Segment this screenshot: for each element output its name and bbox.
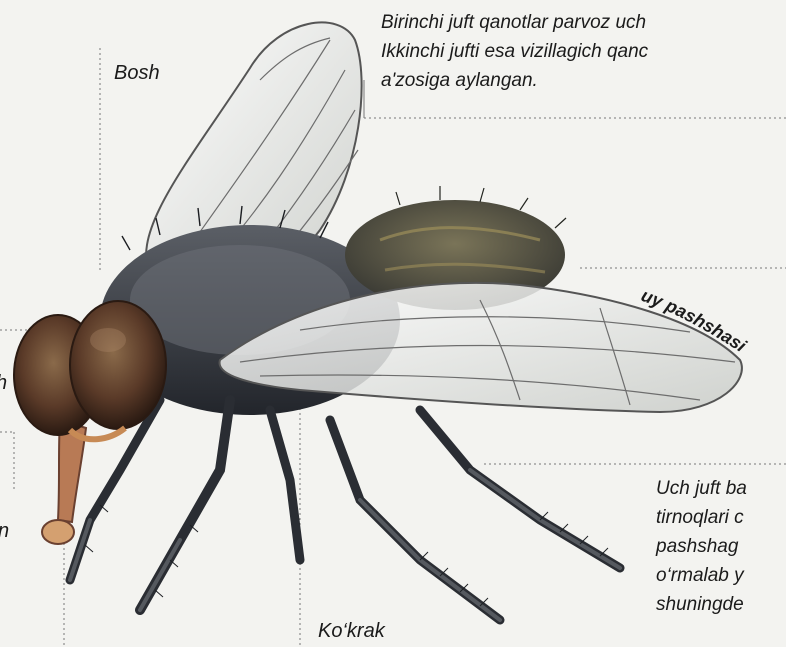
legs-caption-line-5: shuningde [656, 590, 747, 619]
head-label: Bosh [114, 62, 160, 85]
legs-caption-line-2: tirnoqlari c [656, 503, 747, 532]
leg [70, 400, 300, 610]
legs-caption-line-3: pashshag [656, 532, 747, 561]
legs-caption-line-1: Uch juft ba [656, 474, 747, 503]
thorax-label: Ko‘krak [318, 620, 385, 643]
wings-caption-line-1: Birinchi juft qanotlar parvoz uch [381, 8, 648, 37]
edge-label-1: h [0, 372, 7, 395]
legs-caption: Uch juft ba tirnoqlari c pashshag o‘rmal… [656, 474, 747, 619]
leg-hairs [85, 505, 608, 606]
edge-label-2: n [0, 520, 9, 543]
wings-caption: Birinchi juft qanotlar parvoz uch Ikkinc… [381, 8, 648, 95]
wings-caption-line-2: Ikkinchi jufti esa vizillagich qanc [381, 37, 648, 66]
leg [330, 410, 620, 620]
wings-caption-line-3: a'zosiga aylangan. [381, 66, 648, 95]
legs-caption-line-4: o‘rmalab y [656, 561, 747, 590]
